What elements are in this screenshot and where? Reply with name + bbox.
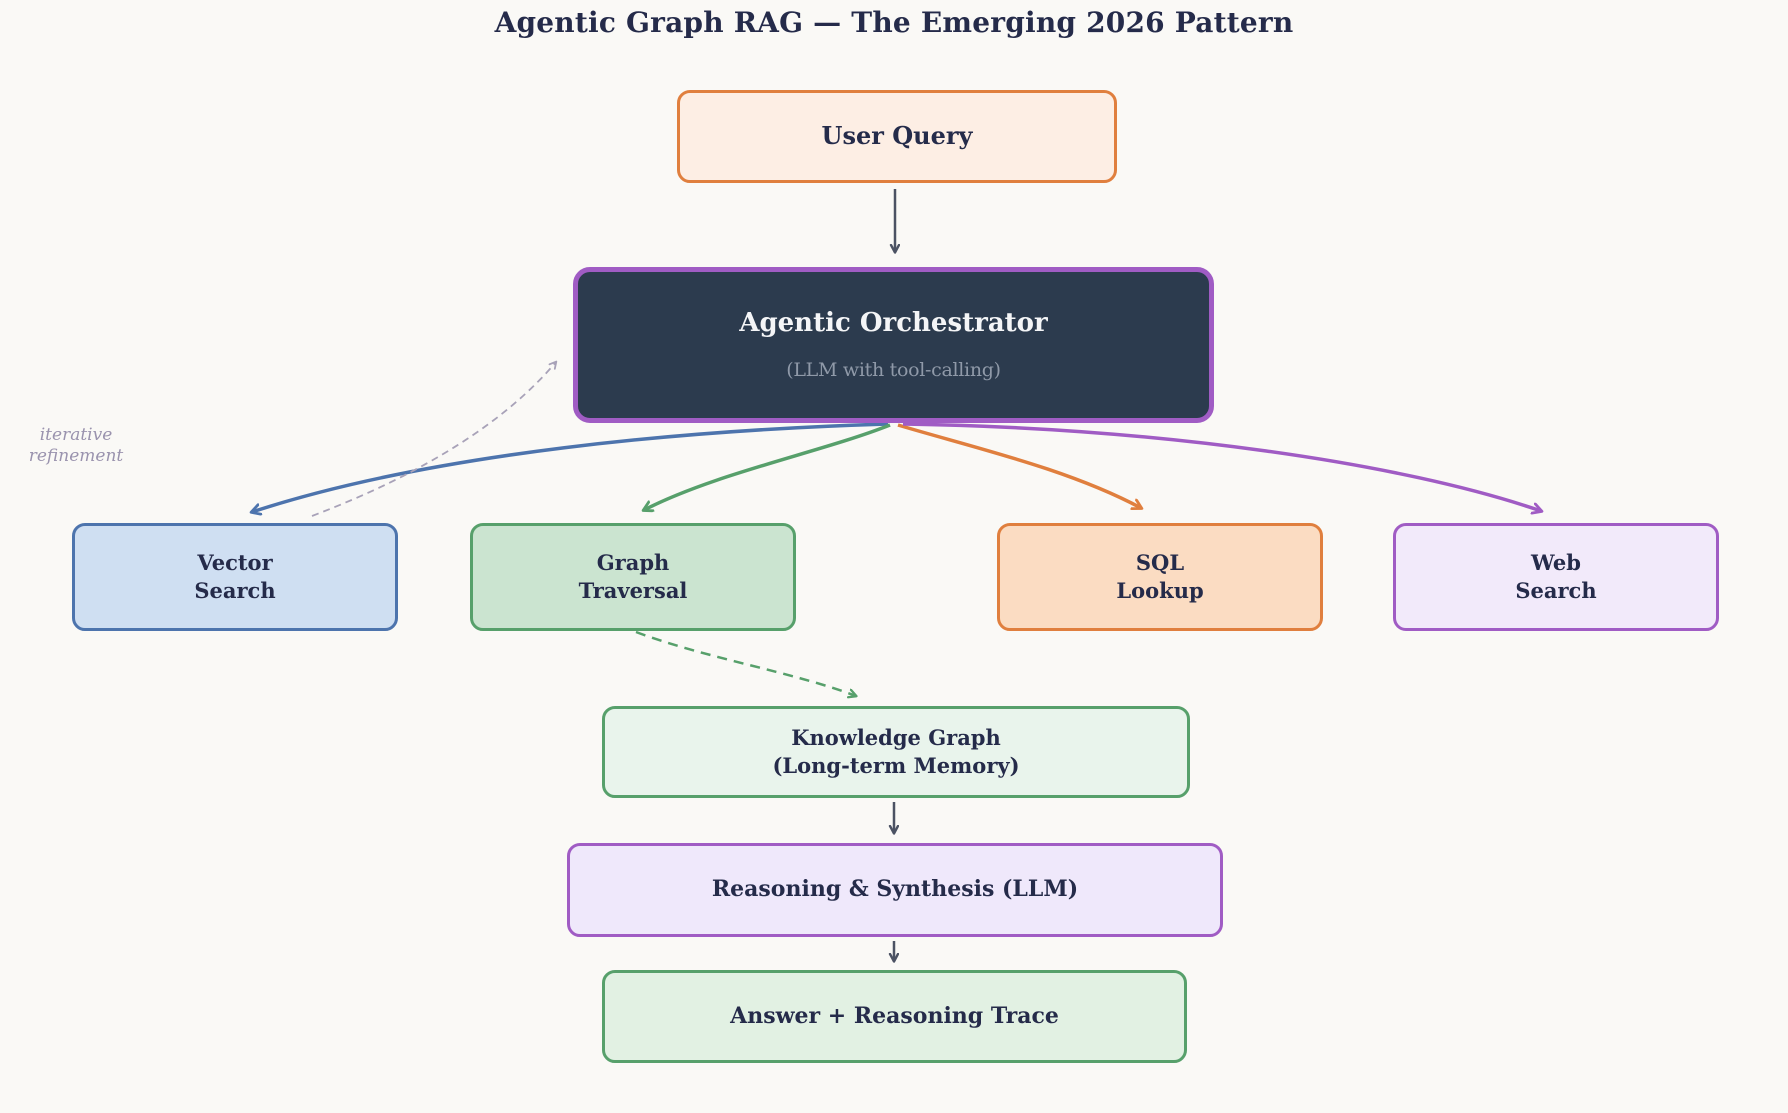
node-sql-lookup: SQL Lookup xyxy=(997,523,1323,631)
edge-orchestrator-to-graph-traversal xyxy=(644,423,891,510)
node-web-search: Web Search xyxy=(1393,523,1719,631)
edge-graphtraversal-to-knowledgegraph-dashed xyxy=(635,630,856,696)
edge-orchestrator-to-sql-lookup xyxy=(897,423,1141,508)
node-user-query: User Query xyxy=(677,90,1117,183)
orchestrator-subtitle: (LLM with tool-calling) xyxy=(786,359,1001,382)
orchestrator-title: Agentic Orchestrator xyxy=(739,308,1048,339)
edge-orchestrator-to-web-search xyxy=(902,422,1541,511)
diagram-title: Agentic Graph RAG — The Emerging 2026 Pa… xyxy=(494,6,1294,39)
edge-label-iterative-refinement: iterative refinement xyxy=(28,425,124,467)
node-graph-traversal: Graph Traversal xyxy=(470,523,796,631)
node-agentic-orchestrator: Agentic Orchestrator (LLM with tool-call… xyxy=(573,267,1214,423)
edge-iterative-refinement-dashed xyxy=(311,360,558,517)
node-answer-reasoning-trace: Answer + Reasoning Trace xyxy=(602,970,1187,1063)
node-vector-search: Vector Search xyxy=(72,523,398,631)
edge-orchestrator-to-vector-search xyxy=(252,422,889,512)
node-reasoning-synthesis: Reasoning & Synthesis (LLM) xyxy=(567,843,1223,937)
node-knowledge-graph: Knowledge Graph (Long-term Memory) xyxy=(602,706,1190,798)
